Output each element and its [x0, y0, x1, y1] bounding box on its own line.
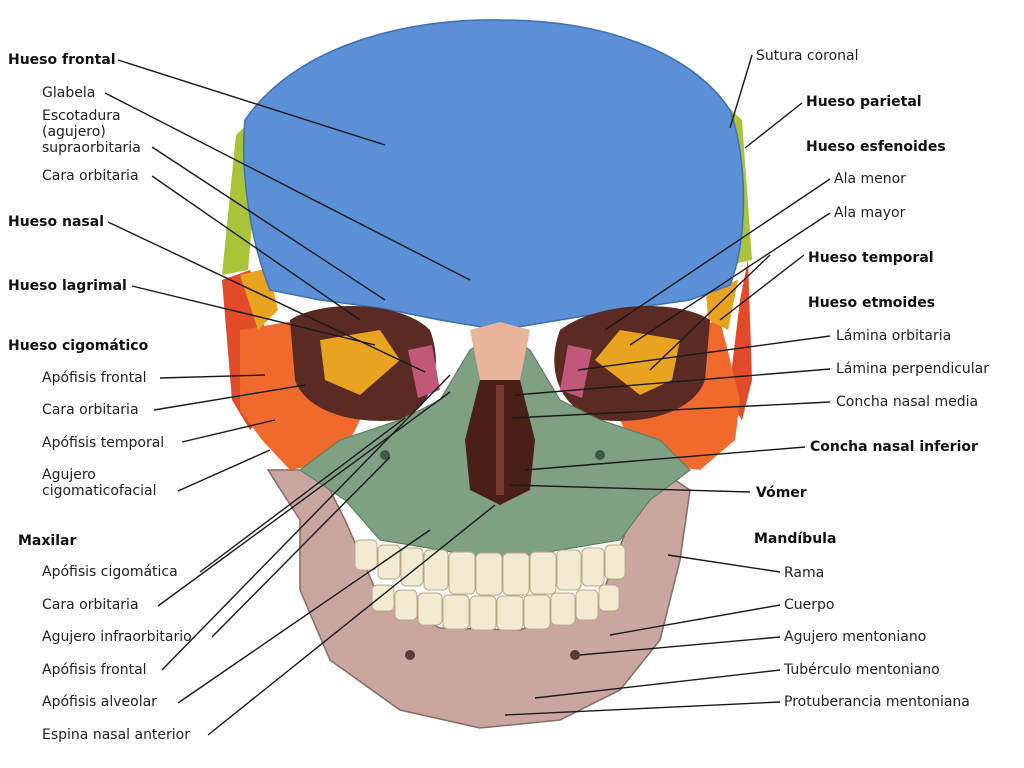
- label-maxilar: Maxilar: [18, 533, 77, 549]
- mental-foramen-right: [570, 650, 580, 660]
- label-hueso-lagrimal: Hueso lagrimal: [8, 278, 127, 294]
- label-ala-mayor: Ala mayor: [834, 205, 906, 221]
- label-concha-nasal-media: Concha nasal media: [836, 394, 979, 410]
- label-agujero-cigomaticofacial: Agujero cigomaticofacial: [42, 467, 157, 499]
- mental-foramen-left: [405, 650, 415, 660]
- label-espina-nasal-anterior: Espina nasal anterior: [42, 727, 191, 743]
- label-glabela: Glabela: [42, 85, 96, 101]
- ethmoid-right: [560, 345, 592, 398]
- label-sutura-coronal: Sutura coronal: [756, 48, 859, 64]
- label-apofisis-cigomatica: Apófisis cigomática: [42, 564, 178, 580]
- lower-teeth: [371, 584, 620, 631]
- label-vomer: Vómer: [756, 485, 807, 501]
- label-concha-nasal-inferior: Concha nasal inferior: [810, 439, 978, 455]
- label-hueso-esfenoides: Hueso esfenoides: [806, 139, 946, 155]
- label-ala-menor: Ala menor: [834, 171, 906, 187]
- infraorbital-foramen-left: [380, 450, 390, 460]
- label-hueso-nasal: Hueso nasal: [8, 214, 104, 230]
- nasal-bone: [470, 322, 530, 380]
- label-escotadura-supraorbitaria: Escotadura (agujero) supraorbitaria: [42, 108, 141, 156]
- label-apofisis-frontal-maxilar: Apófisis frontal: [42, 662, 147, 678]
- zygomatic-left: [240, 320, 360, 470]
- label-cuerpo: Cuerpo: [784, 597, 835, 613]
- leader-lines: [104, 54, 831, 736]
- label-rama: Rama: [784, 565, 825, 581]
- label-apofisis-alveolar: Apófisis alveolar: [42, 694, 157, 710]
- label-apofisis-frontal-cigomatico: Apófisis frontal: [42, 370, 147, 386]
- frontal-bone: [243, 19, 745, 331]
- label-apofisis-temporal: Apófisis temporal: [42, 435, 165, 451]
- label-hueso-parietal: Hueso parietal: [806, 94, 922, 110]
- label-protuberancia-mentoniana: Protuberancia mentoniana: [784, 694, 970, 710]
- label-hueso-cigomatico: Hueso cigomático: [8, 338, 149, 354]
- label-lamina-orbitaria: Lámina orbitaria: [836, 328, 952, 344]
- label-hueso-frontal: Hueso frontal: [8, 52, 116, 68]
- vomer-bar: [496, 385, 504, 495]
- infraorbital-foramen-right: [595, 450, 605, 460]
- upper-teeth: [354, 539, 626, 596]
- label-agujero-infraorbitario: Agujero infraorbitario: [42, 629, 192, 645]
- label-cara-orbitaria-frontal: Cara orbitaria: [42, 168, 139, 184]
- label-lamina-perpendicular: Lámina perpendicular: [836, 361, 990, 377]
- label-agujero-mentoniano: Agujero mentoniano: [784, 629, 927, 645]
- label-hueso-temporal: Hueso temporal: [808, 250, 934, 266]
- label-tuberculo-mentoniano: Tubérculo mentoniano: [784, 662, 940, 678]
- label-cara-orbitaria-maxilar: Cara orbitaria: [42, 597, 139, 613]
- label-mandibula: Mandíbula: [754, 531, 837, 547]
- orbit-left-inner: [320, 330, 400, 395]
- label-cara-orbitaria-cigomatico: Cara orbitaria: [42, 402, 139, 418]
- label-hueso-etmoides: Hueso etmoides: [808, 295, 936, 311]
